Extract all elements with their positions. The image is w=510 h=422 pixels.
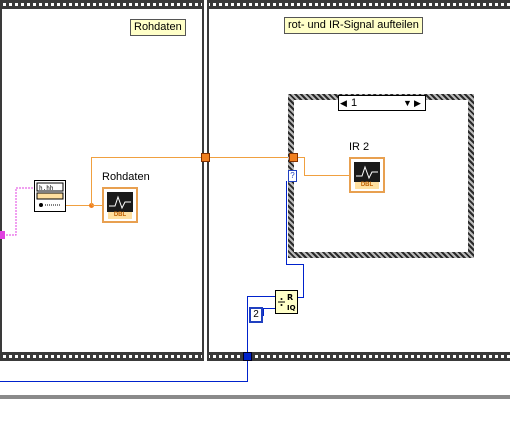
svg-text:IQ: IQ (287, 304, 296, 312)
unbundle-node-icon: h.hh (36, 182, 64, 207)
index-constant[interactable]: 2 (249, 307, 263, 323)
dbl-wire-top (91, 157, 203, 158)
dbl-wire-to-case (210, 157, 290, 158)
rohdaten-terminal-label: Rohdaten (102, 171, 150, 183)
dbl-wire-node-out (66, 205, 92, 206)
quotient-remainder-icon: R IQ (278, 293, 296, 312)
int-wire-to-divide-a (247, 296, 275, 297)
cluster-wire (0, 187, 36, 236)
int-wire-const (263, 308, 275, 309)
sequence-left-edge (0, 0, 2, 361)
selector-dropdown-icon[interactable]: ▼ (403, 98, 412, 108)
dbl-type-badge: DBL (355, 182, 379, 189)
right-frame-label: rot- und IR-Signal aufteilen (284, 17, 423, 34)
dbl-type-badge: DBL (108, 212, 132, 219)
int-wire-selector-down (286, 181, 287, 264)
unbundle-node[interactable]: h.hh (34, 180, 66, 212)
case-selector-terminal[interactable]: ? (288, 170, 297, 182)
cluster-tunnel (0, 231, 5, 239)
rohdaten-waveform-indicator[interactable]: DBL (102, 187, 138, 223)
waveform-graph-icon (354, 162, 380, 182)
sequence-top-filmstrip (0, 0, 510, 9)
sequence-divider-gap (204, 0, 207, 361)
case-selector[interactable]: ◀ 1 ▼ ▶ (338, 95, 426, 111)
ir-terminal-label: IR 2 (349, 141, 370, 153)
dbl-wire-to-terminal (92, 205, 102, 206)
dbl-wire-in-case-c (304, 175, 350, 176)
dbl-wire-riser (91, 157, 92, 205)
outer-structure-border (0, 395, 510, 399)
int-wire-const-v (263, 308, 264, 316)
case-selector-value: 1 (351, 97, 358, 109)
ir-waveform-indicator[interactable]: DBL (349, 157, 385, 193)
sequence-bottom-filmstrip (0, 352, 510, 361)
dbl-wire-in-case-a (298, 157, 304, 158)
sequence-divider-right (207, 0, 209, 361)
selector-increment-icon[interactable]: ▶ (414, 98, 421, 108)
waveform-graph-icon (107, 192, 133, 212)
int-wire-outer-h (0, 381, 248, 382)
int-wire-to-divide-b (247, 296, 248, 358)
left-frame-label: Rohdaten (130, 19, 186, 36)
int-wire-outer-v (247, 361, 248, 382)
quotient-remainder-node[interactable]: R IQ (275, 290, 298, 314)
sequence-tunnel (201, 153, 210, 162)
int-sequence-tunnel (243, 352, 252, 361)
selector-decrement-icon[interactable]: ◀ (340, 98, 347, 108)
int-wire-v1 (303, 264, 304, 298)
int-wire-h2 (298, 297, 304, 298)
wire-junction (89, 203, 94, 208)
svg-text:h.hh: h.hh (39, 185, 54, 192)
svg-text:R: R (287, 293, 293, 302)
sequence-divider-left (202, 0, 204, 361)
dbl-wire-in-case-b (304, 157, 305, 175)
case-input-tunnel (289, 153, 298, 162)
int-wire-h1 (286, 264, 304, 265)
